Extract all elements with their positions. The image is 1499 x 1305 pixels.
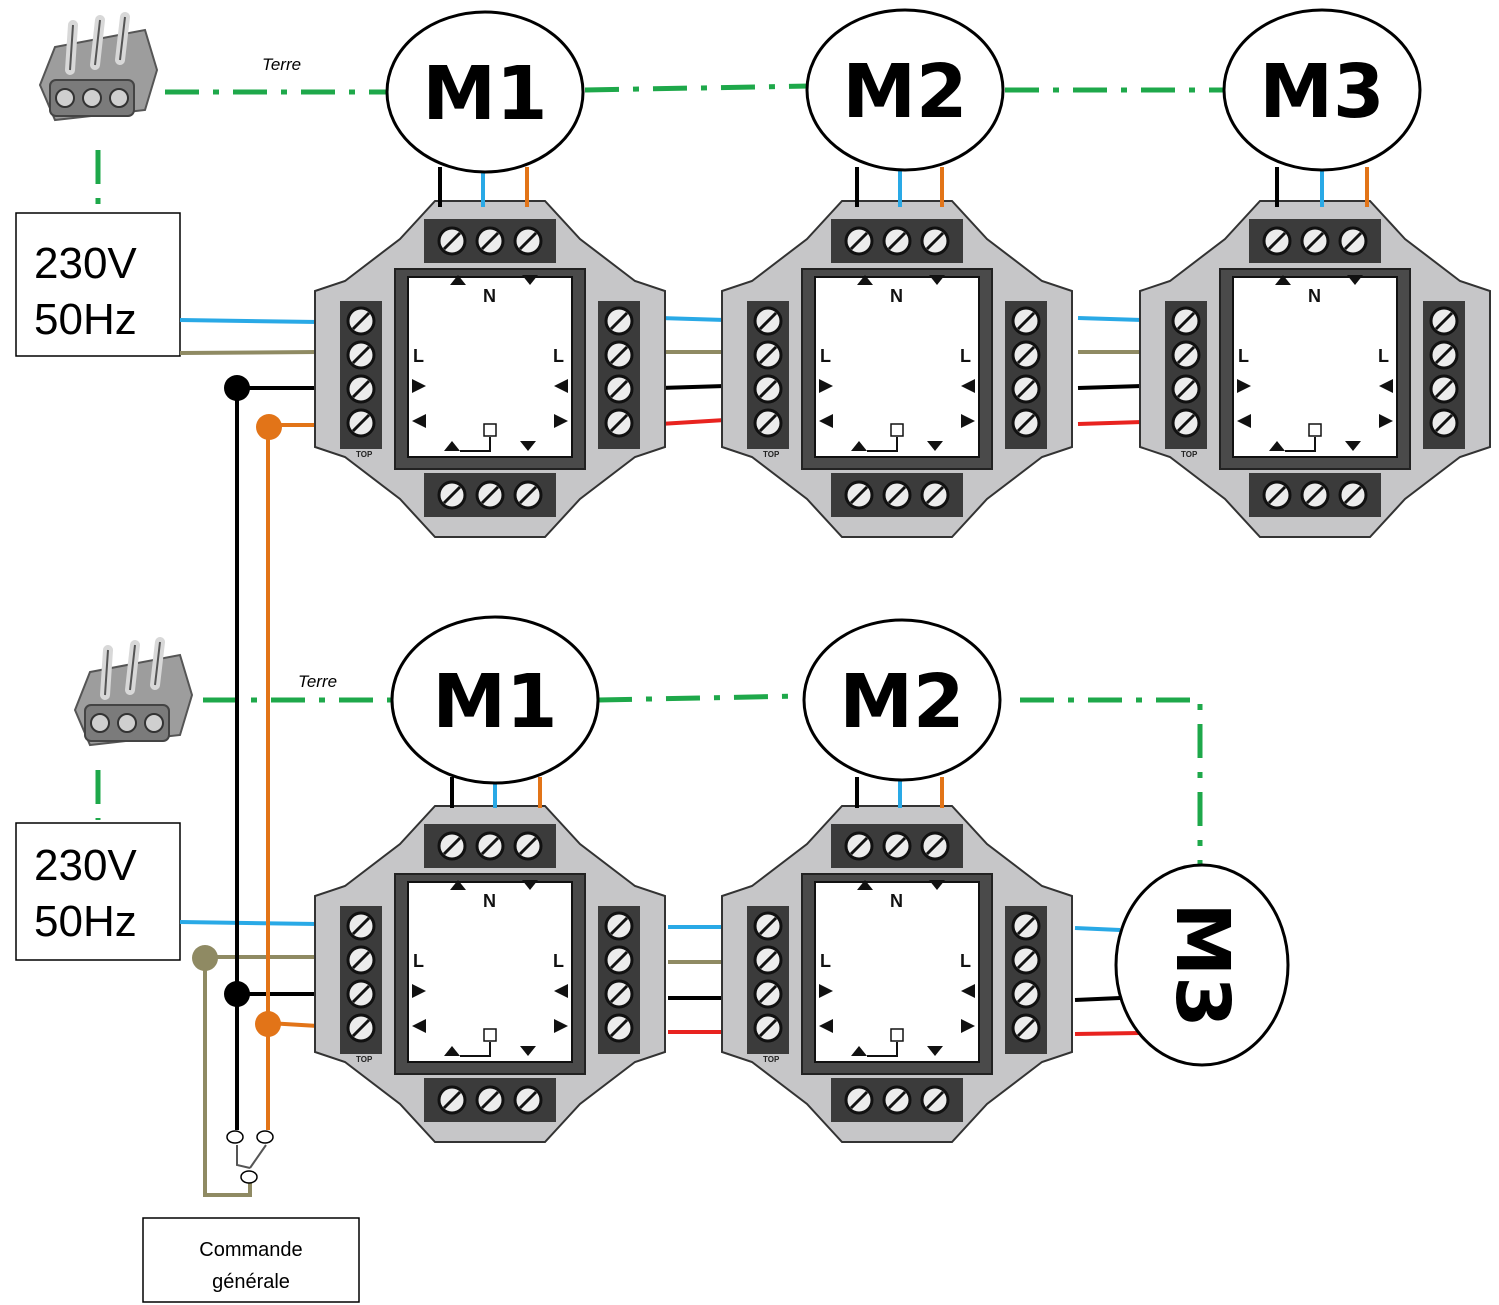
svg-text:L: L xyxy=(413,346,424,366)
ground-line-bottom-m1-m2 xyxy=(597,693,803,703)
svg-text:L: L xyxy=(960,951,971,971)
motor-top-m1: M1 xyxy=(385,10,585,174)
ground-line-bottom-m2-m3 xyxy=(1020,697,1203,880)
motor-leads xyxy=(438,167,1369,808)
svg-text:TOP: TOP xyxy=(356,450,373,459)
motor-bottom-m2: M2 xyxy=(802,618,1002,782)
supply-frequency-bottom: 50Hz xyxy=(34,897,137,946)
svg-text:N: N xyxy=(890,286,903,306)
supply-voltage-bottom: 230V xyxy=(34,841,137,890)
module-bottom-1 xyxy=(315,806,665,1142)
module-top-2 xyxy=(722,201,1072,537)
svg-text:L: L xyxy=(1238,346,1249,366)
ground-line-top-m1-m2 xyxy=(584,83,811,93)
svg-text:L: L xyxy=(820,346,831,366)
command-box: Commande générale xyxy=(142,1217,360,1303)
wires xyxy=(179,316,1143,1197)
svg-text:L: L xyxy=(960,346,971,366)
svg-text:M2: M2 xyxy=(842,49,967,135)
junction-black-top xyxy=(224,375,250,401)
svg-text:M1: M1 xyxy=(432,659,557,745)
ground-label-top: Terre xyxy=(262,55,301,74)
command-line1: Commande xyxy=(199,1239,302,1261)
power-supply-bottom: 230V 50Hz xyxy=(15,822,181,961)
svg-text:L: L xyxy=(820,951,831,971)
svg-text:M3: M3 xyxy=(1259,49,1384,135)
svg-text:TOP: TOP xyxy=(1181,450,1198,459)
junction-black-bottom xyxy=(224,981,250,1007)
wago-connector-bottom xyxy=(73,637,194,747)
module-top-1 xyxy=(315,201,665,537)
wire-neutral-top-supply xyxy=(179,318,319,324)
svg-text:M3: M3 xyxy=(1159,902,1245,1027)
junction-phase-bottom xyxy=(192,945,218,971)
svg-text:L: L xyxy=(553,951,564,971)
ground-label-bottom: Terre xyxy=(298,672,337,691)
wire-neutral-bottom-supply xyxy=(179,920,319,926)
svg-text:TOP: TOP xyxy=(356,1055,373,1064)
svg-text:M1: M1 xyxy=(422,51,547,137)
svg-text:L: L xyxy=(1378,346,1389,366)
switch-symbol xyxy=(226,1130,274,1184)
wire-phase-command xyxy=(203,957,252,1197)
module-pin-labels: N N N N N L L L L L L L L L L TOP TOP TO… xyxy=(356,286,1389,1064)
svg-text:TOP: TOP xyxy=(763,1055,780,1064)
module-top-3 xyxy=(1140,201,1490,537)
module-bottom-2 xyxy=(722,806,1072,1142)
motor-bottom-m1: M1 xyxy=(390,615,600,785)
command-line2: générale xyxy=(212,1271,290,1293)
svg-text:TOP: TOP xyxy=(763,450,780,459)
svg-text:N: N xyxy=(483,286,496,306)
motor-top-m3: M3 xyxy=(1222,8,1422,172)
wire-phase-top-supply xyxy=(179,350,319,355)
svg-text:N: N xyxy=(890,891,903,911)
svg-text:N: N xyxy=(483,891,496,911)
power-supply-top: 230V 50Hz xyxy=(15,212,181,357)
supply-voltage-top: 230V xyxy=(34,239,137,288)
svg-text:N: N xyxy=(1308,286,1321,306)
svg-text:L: L xyxy=(553,346,564,366)
svg-text:L: L xyxy=(413,951,424,971)
motor-bottom-m3: M3 xyxy=(1114,863,1290,1067)
wago-connector-top xyxy=(38,12,159,122)
junction-orange-top xyxy=(256,414,282,440)
supply-frequency-top: 50Hz xyxy=(34,295,137,344)
junction-orange-bottom xyxy=(255,1011,281,1037)
svg-text:M2: M2 xyxy=(839,659,964,745)
motor-top-m2: M2 xyxy=(805,8,1005,172)
